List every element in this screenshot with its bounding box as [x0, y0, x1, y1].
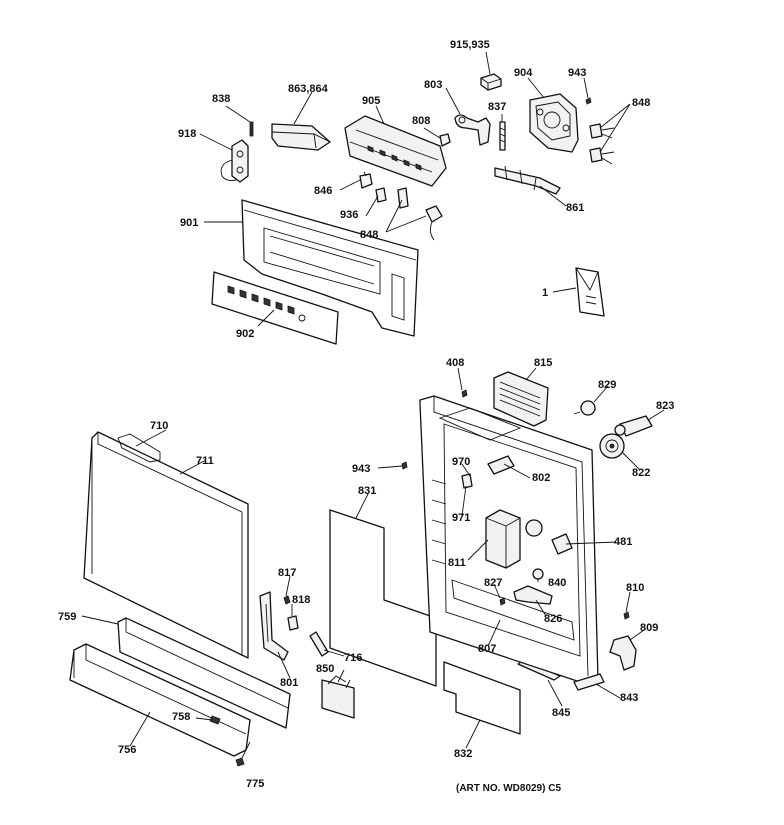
- part-905: [344, 115, 447, 187]
- callout-918: 918: [178, 128, 196, 140]
- callout-848-mid: 848: [360, 229, 378, 241]
- part-970-971-802: [461, 455, 515, 489]
- callout-822: 822: [632, 467, 650, 479]
- part-810: [623, 611, 630, 620]
- callout-811: 811: [448, 557, 466, 569]
- callout-840: 840: [548, 577, 566, 589]
- art-number: (ART NO. WD8029) C5: [456, 783, 561, 794]
- part-850: [321, 675, 355, 719]
- callout-829: 829: [598, 379, 616, 391]
- callout-817: 817: [278, 567, 296, 579]
- callout-716: 716: [344, 652, 362, 664]
- part-829: [573, 400, 596, 416]
- part-904: [529, 93, 579, 153]
- callout-711: 711: [196, 455, 214, 467]
- callout-815: 815: [534, 357, 552, 369]
- callout-756: 756: [118, 744, 136, 756]
- callout-803: 803: [424, 79, 442, 91]
- callout-936: 936: [340, 209, 358, 221]
- part-843: [573, 673, 605, 691]
- callout-808: 808: [412, 115, 430, 127]
- part-846: [359, 171, 373, 189]
- callout-758: 758: [172, 711, 190, 723]
- part-863-864: [271, 123, 331, 151]
- callout-863-864: 863,864: [288, 83, 329, 95]
- callout-831: 831: [358, 485, 376, 497]
- callout-845: 845: [552, 707, 570, 719]
- part-811-dispenser: [485, 509, 521, 569]
- callout-810: 810: [626, 582, 644, 594]
- callout-802: 802: [532, 472, 550, 484]
- callout-807: 807: [478, 643, 496, 655]
- part-801-hinge: [259, 591, 289, 661]
- callout-818: 818: [292, 594, 310, 606]
- part-809-hinge: [609, 635, 637, 671]
- part-943-mid: [401, 461, 408, 470]
- part-848-top: [589, 123, 615, 165]
- callout-801: 801: [280, 677, 298, 689]
- callout-971: 971: [452, 512, 470, 524]
- part-943-top: [585, 97, 592, 105]
- part-823: [614, 415, 653, 437]
- part-481-rinse-aid: [525, 519, 573, 555]
- callout-759: 759: [58, 611, 76, 623]
- part-848-mid: [397, 187, 443, 241]
- callout-861: 861: [566, 202, 584, 214]
- callout-827: 827: [484, 577, 502, 589]
- callout-943-top: 943: [568, 67, 586, 79]
- part-817-818: [283, 595, 299, 631]
- part-803: [454, 114, 491, 146]
- part-837: [499, 121, 506, 151]
- part-902-touch-pad: [211, 271, 339, 345]
- callout-838: 838: [212, 93, 230, 105]
- part-915-935: [480, 73, 502, 91]
- callout-826: 826: [544, 613, 562, 625]
- part-838: [249, 121, 254, 137]
- callout-labels: 915,935 803 904 943 838 863,864 905 837 …: [58, 39, 674, 794]
- callout-481: 481: [614, 536, 632, 548]
- callout-775: 775: [246, 778, 264, 790]
- callout-915-935: 915,935: [450, 39, 490, 51]
- part-775: [235, 741, 251, 767]
- part-1-literature: [575, 267, 605, 317]
- callout-970: 970: [452, 456, 470, 468]
- part-408: [461, 389, 468, 398]
- part-822: [599, 433, 625, 459]
- part-861: [494, 165, 561, 195]
- part-808: [439, 133, 451, 147]
- callout-837: 837: [488, 101, 506, 113]
- part-936: [375, 187, 387, 203]
- callout-850: 850: [316, 663, 334, 675]
- callout-846: 846: [314, 185, 332, 197]
- callout-1: 1: [542, 287, 548, 299]
- part-901-control-panel: [241, 199, 419, 337]
- callout-904: 904: [514, 67, 533, 79]
- part-759-kick-panel: [117, 617, 291, 729]
- part-815-vent: [493, 371, 549, 427]
- callout-848-top: 848: [632, 97, 650, 109]
- part-918: [220, 139, 249, 183]
- part-716: [309, 631, 329, 657]
- callout-901: 901: [180, 217, 198, 229]
- callout-943-mid: 943: [352, 463, 370, 475]
- callout-905: 905: [362, 95, 380, 107]
- leader-lines: [81, 51, 665, 749]
- callout-408: 408: [446, 357, 464, 369]
- callout-809: 809: [640, 622, 658, 634]
- part-840-827-826: [499, 568, 553, 606]
- callout-710: 710: [150, 420, 168, 432]
- callout-902: 902: [236, 328, 254, 340]
- callout-823: 823: [656, 400, 674, 412]
- part-832-insulation: [443, 661, 521, 735]
- callout-843: 843: [620, 692, 638, 704]
- callout-832: 832: [454, 748, 472, 760]
- part-711-outer-door-panel: [83, 431, 249, 659]
